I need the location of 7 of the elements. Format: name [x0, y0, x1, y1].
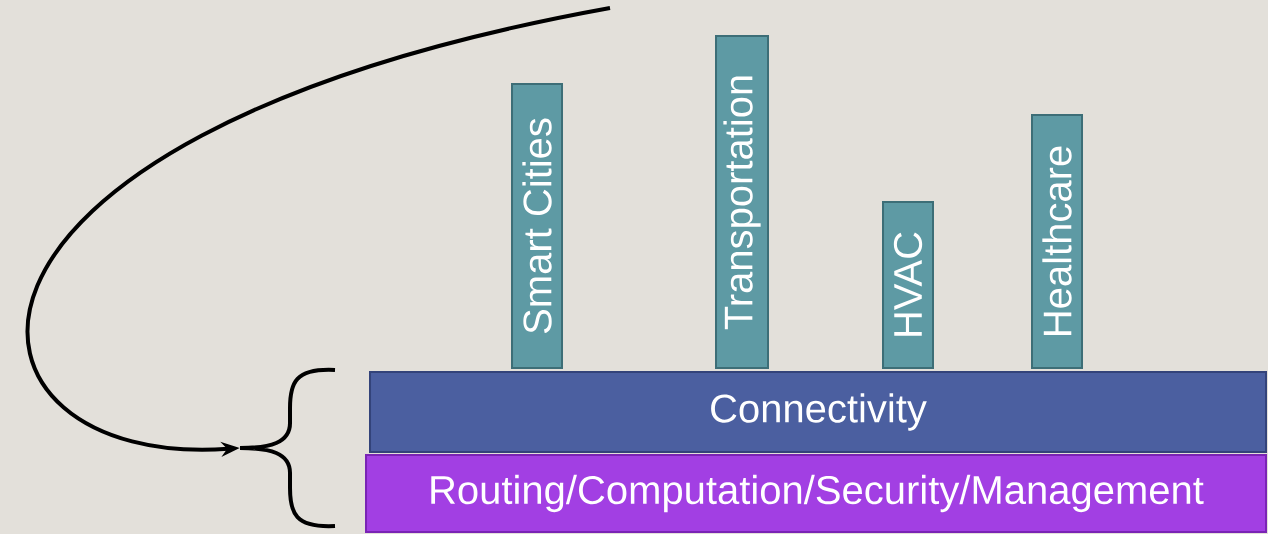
layer-box: Connectivity	[369, 371, 1267, 453]
pillar-box: Smart Cities	[511, 83, 563, 369]
pillar-box: HVAC	[882, 201, 934, 369]
pillar-box: Transportation	[715, 35, 769, 369]
curly-brace	[238, 367, 336, 529]
layer-box: Routing/Computation/Security/Management	[365, 454, 1267, 533]
pillar-box: Healthcare	[1031, 114, 1083, 369]
